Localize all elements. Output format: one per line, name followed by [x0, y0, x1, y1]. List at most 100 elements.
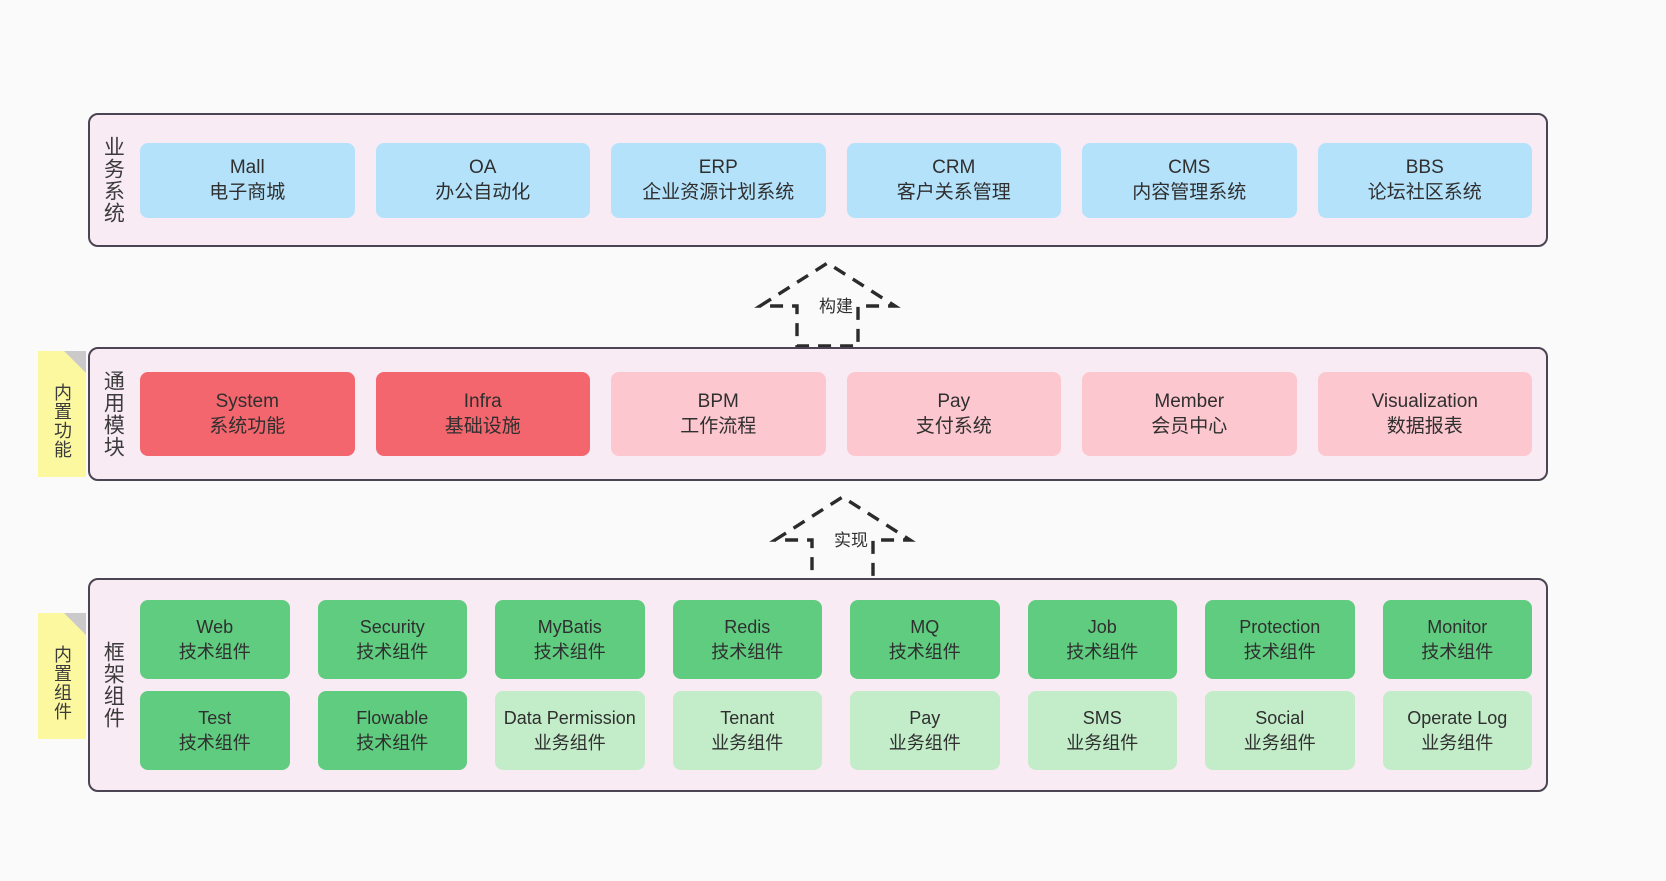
card-security-subtitle: 技术组件: [356, 641, 429, 662]
card-protection[interactable]: Protection 技术组件: [1205, 600, 1355, 679]
card-visualization-title: Visualization: [1371, 390, 1478, 412]
card-job-subtitle: 技术组件: [1066, 641, 1139, 662]
card-sms-title: SMS: [1082, 708, 1122, 729]
arrow-build: 构建: [754, 258, 901, 348]
card-tenant[interactable]: Tenant 业务组件: [672, 691, 822, 770]
note-builtin-functions-label: 内置功能: [52, 383, 72, 459]
card-member-title: Member: [1154, 390, 1225, 412]
card-social-subtitle: 业务组件: [1243, 732, 1316, 753]
card-bpm-subtitle: 工作流程: [680, 416, 757, 437]
card-flowable[interactable]: Flowable 技术组件: [317, 691, 467, 770]
card-system-title: System: [215, 390, 279, 412]
layer-business-systems-body: Mall 电子商城 OA 办公自动化 ERP 企业资源计划系统 CRM 客户关系…: [134, 115, 1546, 245]
card-flowable-title: Flowable: [356, 708, 429, 729]
card-tenant-title: Tenant: [720, 708, 775, 729]
card-operate-log[interactable]: Operate Log 业务组件: [1382, 691, 1532, 770]
card-cms-title: CMS: [1168, 156, 1211, 178]
card-mq-title: MQ: [910, 617, 940, 638]
card-visualization-subtitle: 数据报表: [1386, 416, 1463, 437]
framework-tech-components-row: Web 技术组件 Security 技术组件 MyBatis 技术组件 Redi…: [140, 600, 1532, 679]
card-pay-module[interactable]: Pay 支付系统: [846, 372, 1061, 456]
card-social[interactable]: Social 业务组件: [1205, 691, 1355, 770]
card-crm-title: CRM: [932, 156, 976, 178]
card-mall-subtitle: 电子商城: [209, 182, 286, 203]
card-job-title: Job: [1087, 617, 1117, 638]
card-infra-subtitle: 基础设施: [444, 416, 521, 437]
card-cms[interactable]: CMS 内容管理系统: [1082, 142, 1297, 218]
card-test[interactable]: Test 技术组件: [140, 691, 290, 770]
card-cms-subtitle: 内容管理系统: [1132, 182, 1247, 203]
card-security[interactable]: Security 技术组件: [317, 600, 467, 679]
card-infra-title: Infra: [463, 390, 502, 412]
layer-business-systems-title: 业务系统: [101, 136, 125, 224]
card-job[interactable]: Job 技术组件: [1027, 600, 1177, 679]
card-member[interactable]: Member 会员中心: [1082, 372, 1297, 456]
card-mq[interactable]: MQ 技术组件: [850, 600, 1000, 679]
card-pay-component-title: Pay: [909, 708, 941, 729]
layer-common-modules-title: 通用模块: [101, 370, 125, 458]
card-mq-subtitle: 技术组件: [888, 641, 961, 662]
note-builtin-functions: 内置功能: [38, 351, 86, 477]
card-web[interactable]: Web 技术组件: [140, 600, 290, 679]
card-pay-module-subtitle: 支付系统: [915, 416, 992, 437]
layer-framework-components-title: 框架组件: [101, 641, 125, 729]
card-operate-log-title: Operate Log: [1407, 708, 1508, 729]
card-crm[interactable]: CRM 客户关系管理: [846, 142, 1061, 218]
card-social-title: Social: [1255, 708, 1305, 729]
card-oa-title: OA: [469, 156, 497, 178]
card-bpm-title: BPM: [697, 390, 739, 412]
card-pay-component[interactable]: Pay 业务组件: [850, 691, 1000, 770]
card-web-title: Web: [196, 617, 234, 638]
card-bpm[interactable]: BPM 工作流程: [611, 372, 826, 456]
common-modules-row: System 系统功能 Infra 基础设施 BPM 工作流程 Pay 支付系统…: [140, 372, 1532, 456]
arrow-build-label: 构建: [817, 292, 855, 317]
arrow-implement-label: 实现: [832, 526, 870, 551]
layer-framework-components-body: Web 技术组件 Security 技术组件 MyBatis 技术组件 Redi…: [134, 580, 1546, 790]
card-system-subtitle: 系统功能: [209, 416, 286, 437]
card-erp[interactable]: ERP 企业资源计划系统: [611, 142, 826, 218]
card-web-subtitle: 技术组件: [178, 641, 251, 662]
card-pay-component-subtitle: 业务组件: [888, 732, 961, 753]
arrow-build-icon: [754, 260, 901, 348]
layer-common-modules-body: System 系统功能 Infra 基础设施 BPM 工作流程 Pay 支付系统…: [134, 349, 1546, 479]
framework-business-components-row: Test 技术组件 Flowable 技术组件 Data Permission …: [140, 691, 1532, 770]
card-mybatis-title: MyBatis: [537, 617, 602, 638]
card-operate-log-subtitle: 业务组件: [1421, 732, 1494, 753]
card-data-permission-subtitle: 业务组件: [533, 732, 606, 753]
card-monitor[interactable]: Monitor 技术组件: [1382, 600, 1532, 679]
card-bbs[interactable]: BBS 论坛社区系统: [1317, 142, 1532, 218]
card-test-title: Test: [198, 708, 232, 729]
card-system[interactable]: System 系统功能: [140, 372, 355, 456]
arrow-implement: 实现: [769, 492, 916, 582]
card-erp-subtitle: 企业资源计划系统: [642, 182, 795, 203]
card-security-title: Security: [359, 617, 425, 638]
card-sms[interactable]: SMS 业务组件: [1027, 691, 1177, 770]
layer-common-modules: 通用模块 System 系统功能 Infra 基础设施 BPM 工作流程 Pay…: [88, 347, 1548, 481]
card-member-subtitle: 会员中心: [1151, 416, 1228, 437]
card-mybatis[interactable]: MyBatis 技术组件: [495, 600, 645, 679]
card-mall[interactable]: Mall 电子商城: [140, 142, 355, 218]
card-flowable-subtitle: 技术组件: [356, 732, 429, 753]
card-bbs-title: BBS: [1405, 156, 1444, 178]
card-data-permission[interactable]: Data Permission 业务组件: [495, 691, 645, 770]
card-redis[interactable]: Redis 技术组件: [672, 600, 822, 679]
card-sms-subtitle: 业务组件: [1066, 732, 1139, 753]
card-mybatis-subtitle: 技术组件: [533, 641, 606, 662]
note-builtin-components-label: 内置组件: [52, 645, 72, 721]
card-test-subtitle: 技术组件: [178, 732, 251, 753]
layer-framework-components: 框架组件 Web 技术组件 Security 技术组件 MyBatis 技术组件…: [88, 578, 1548, 792]
layer-business-systems: 业务系统 Mall 电子商城 OA 办公自动化 ERP 企业资源计划系统 CRM…: [88, 113, 1548, 247]
card-infra[interactable]: Infra 基础设施: [375, 372, 590, 456]
card-bbs-subtitle: 论坛社区系统: [1367, 182, 1482, 203]
note-builtin-components: 内置组件: [38, 613, 86, 739]
card-oa[interactable]: OA 办公自动化: [375, 142, 590, 218]
arrow-implement-icon: [769, 494, 916, 582]
card-monitor-subtitle: 技术组件: [1421, 641, 1494, 662]
card-oa-subtitle: 办公自动化: [435, 182, 531, 203]
card-redis-title: Redis: [724, 617, 771, 638]
card-visualization[interactable]: Visualization 数据报表: [1317, 372, 1532, 456]
card-redis-subtitle: 技术组件: [711, 641, 784, 662]
card-crm-subtitle: 客户关系管理: [896, 182, 1011, 203]
card-tenant-subtitle: 业务组件: [711, 732, 784, 753]
